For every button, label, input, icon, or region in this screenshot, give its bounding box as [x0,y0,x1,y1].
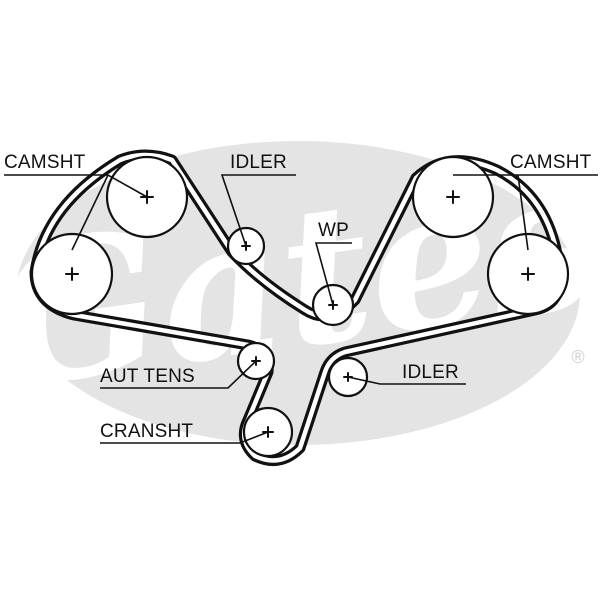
pulley-camshaft-right-bottom [486,232,570,316]
leader-auto-tensioner [100,360,257,389]
label-camshaft-right: CAMSHT [510,152,592,173]
leader-idler-bottom [347,376,466,385]
label-camshaft-left: CAMSHT [4,152,86,173]
hub-cross-icon [521,267,535,281]
hub-cross-icon [446,190,460,204]
label-idler-bottom: IDLER [402,362,459,383]
hub-cross-icon [65,267,79,281]
component-labels: CAMSHT IDLER WP CAMSHT AUT TENS IDLER CR… [4,152,592,442]
registered-mark: ® [571,347,584,367]
label-auto-tensioner: AUT TENS [100,366,195,387]
leader-camshaft-left-branch [71,174,109,251]
leader-camshaft-right-branch [517,174,529,251]
hub-cross-icon [251,356,261,366]
label-idler-top: IDLER [230,152,287,173]
pulley-camshaft-right-top [411,155,495,239]
label-crankshaft: CRANSHT [100,421,193,442]
leader-crankshaft [100,431,269,444]
label-water-pump: WP [318,220,349,241]
leader-idler-top [220,174,296,247]
leader-lines [4,174,598,444]
pulley-camshaft-left-bottom [30,232,114,316]
leader-water-pump [314,242,352,306]
